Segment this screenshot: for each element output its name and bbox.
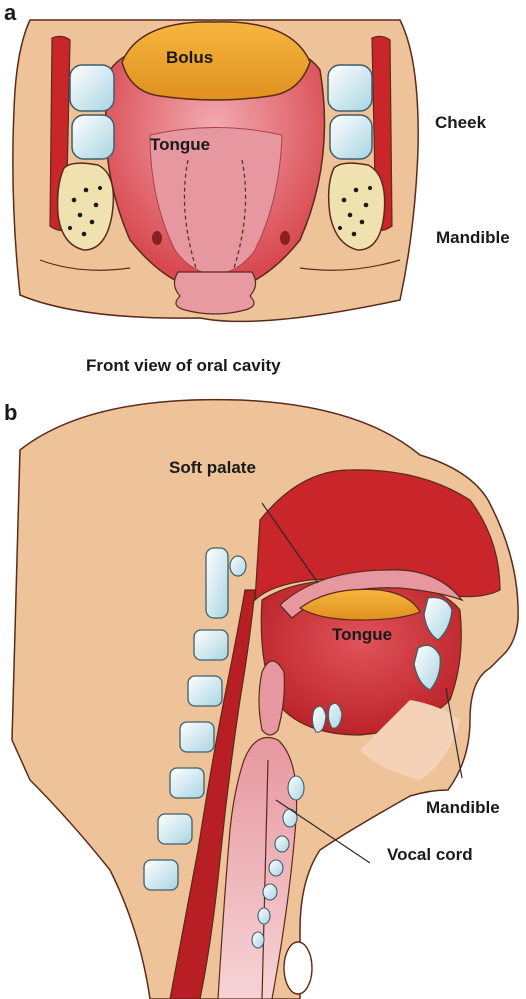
vertebra — [170, 768, 204, 798]
gland-right — [280, 231, 290, 245]
cartilage-ring — [269, 860, 283, 876]
tooth-lower-right — [330, 115, 372, 159]
label-tongue-b: Tongue — [332, 625, 392, 644]
mandible-left — [58, 163, 114, 250]
tooth-lower-left — [72, 115, 114, 159]
cartilage-ring — [258, 908, 270, 924]
panel-a: a Bolus Tongue Cheek Mandible Front view… — [4, 0, 510, 375]
cartilage-ring — [288, 776, 304, 800]
panel-b-letter: b — [4, 400, 17, 425]
vertebra-process — [230, 556, 246, 576]
label-cheek: Cheek — [435, 113, 487, 132]
throat-base — [174, 272, 255, 314]
panel-b: b — [4, 400, 518, 999]
bolus-front — [122, 22, 310, 100]
neck-ring — [284, 942, 312, 994]
panel-a-letter: a — [4, 0, 17, 25]
vertebra — [194, 630, 228, 660]
vertebra — [144, 860, 178, 890]
cartilage-ring — [283, 809, 297, 827]
vertebra — [158, 814, 192, 844]
caption-panel-a: Front view of oral cavity — [86, 356, 281, 375]
tooth-upper-left — [70, 65, 114, 111]
label-mandible-a: Mandible — [436, 228, 510, 247]
label-mandible-b: Mandible — [426, 798, 500, 817]
label-soft-palate: Soft palate — [169, 458, 256, 477]
cartilage-ring — [263, 884, 277, 900]
cartilage-ring — [252, 932, 264, 948]
vertebra — [188, 676, 222, 706]
cartilage-ring — [275, 836, 289, 852]
label-vocal-cord: Vocal cord — [387, 845, 473, 864]
tooth-upper-right — [328, 65, 372, 111]
vertebra — [206, 548, 228, 618]
vertebra — [180, 722, 214, 752]
label-bolus: Bolus — [166, 48, 213, 67]
gland-left — [152, 231, 162, 245]
label-tongue-a: Tongue — [150, 135, 210, 154]
